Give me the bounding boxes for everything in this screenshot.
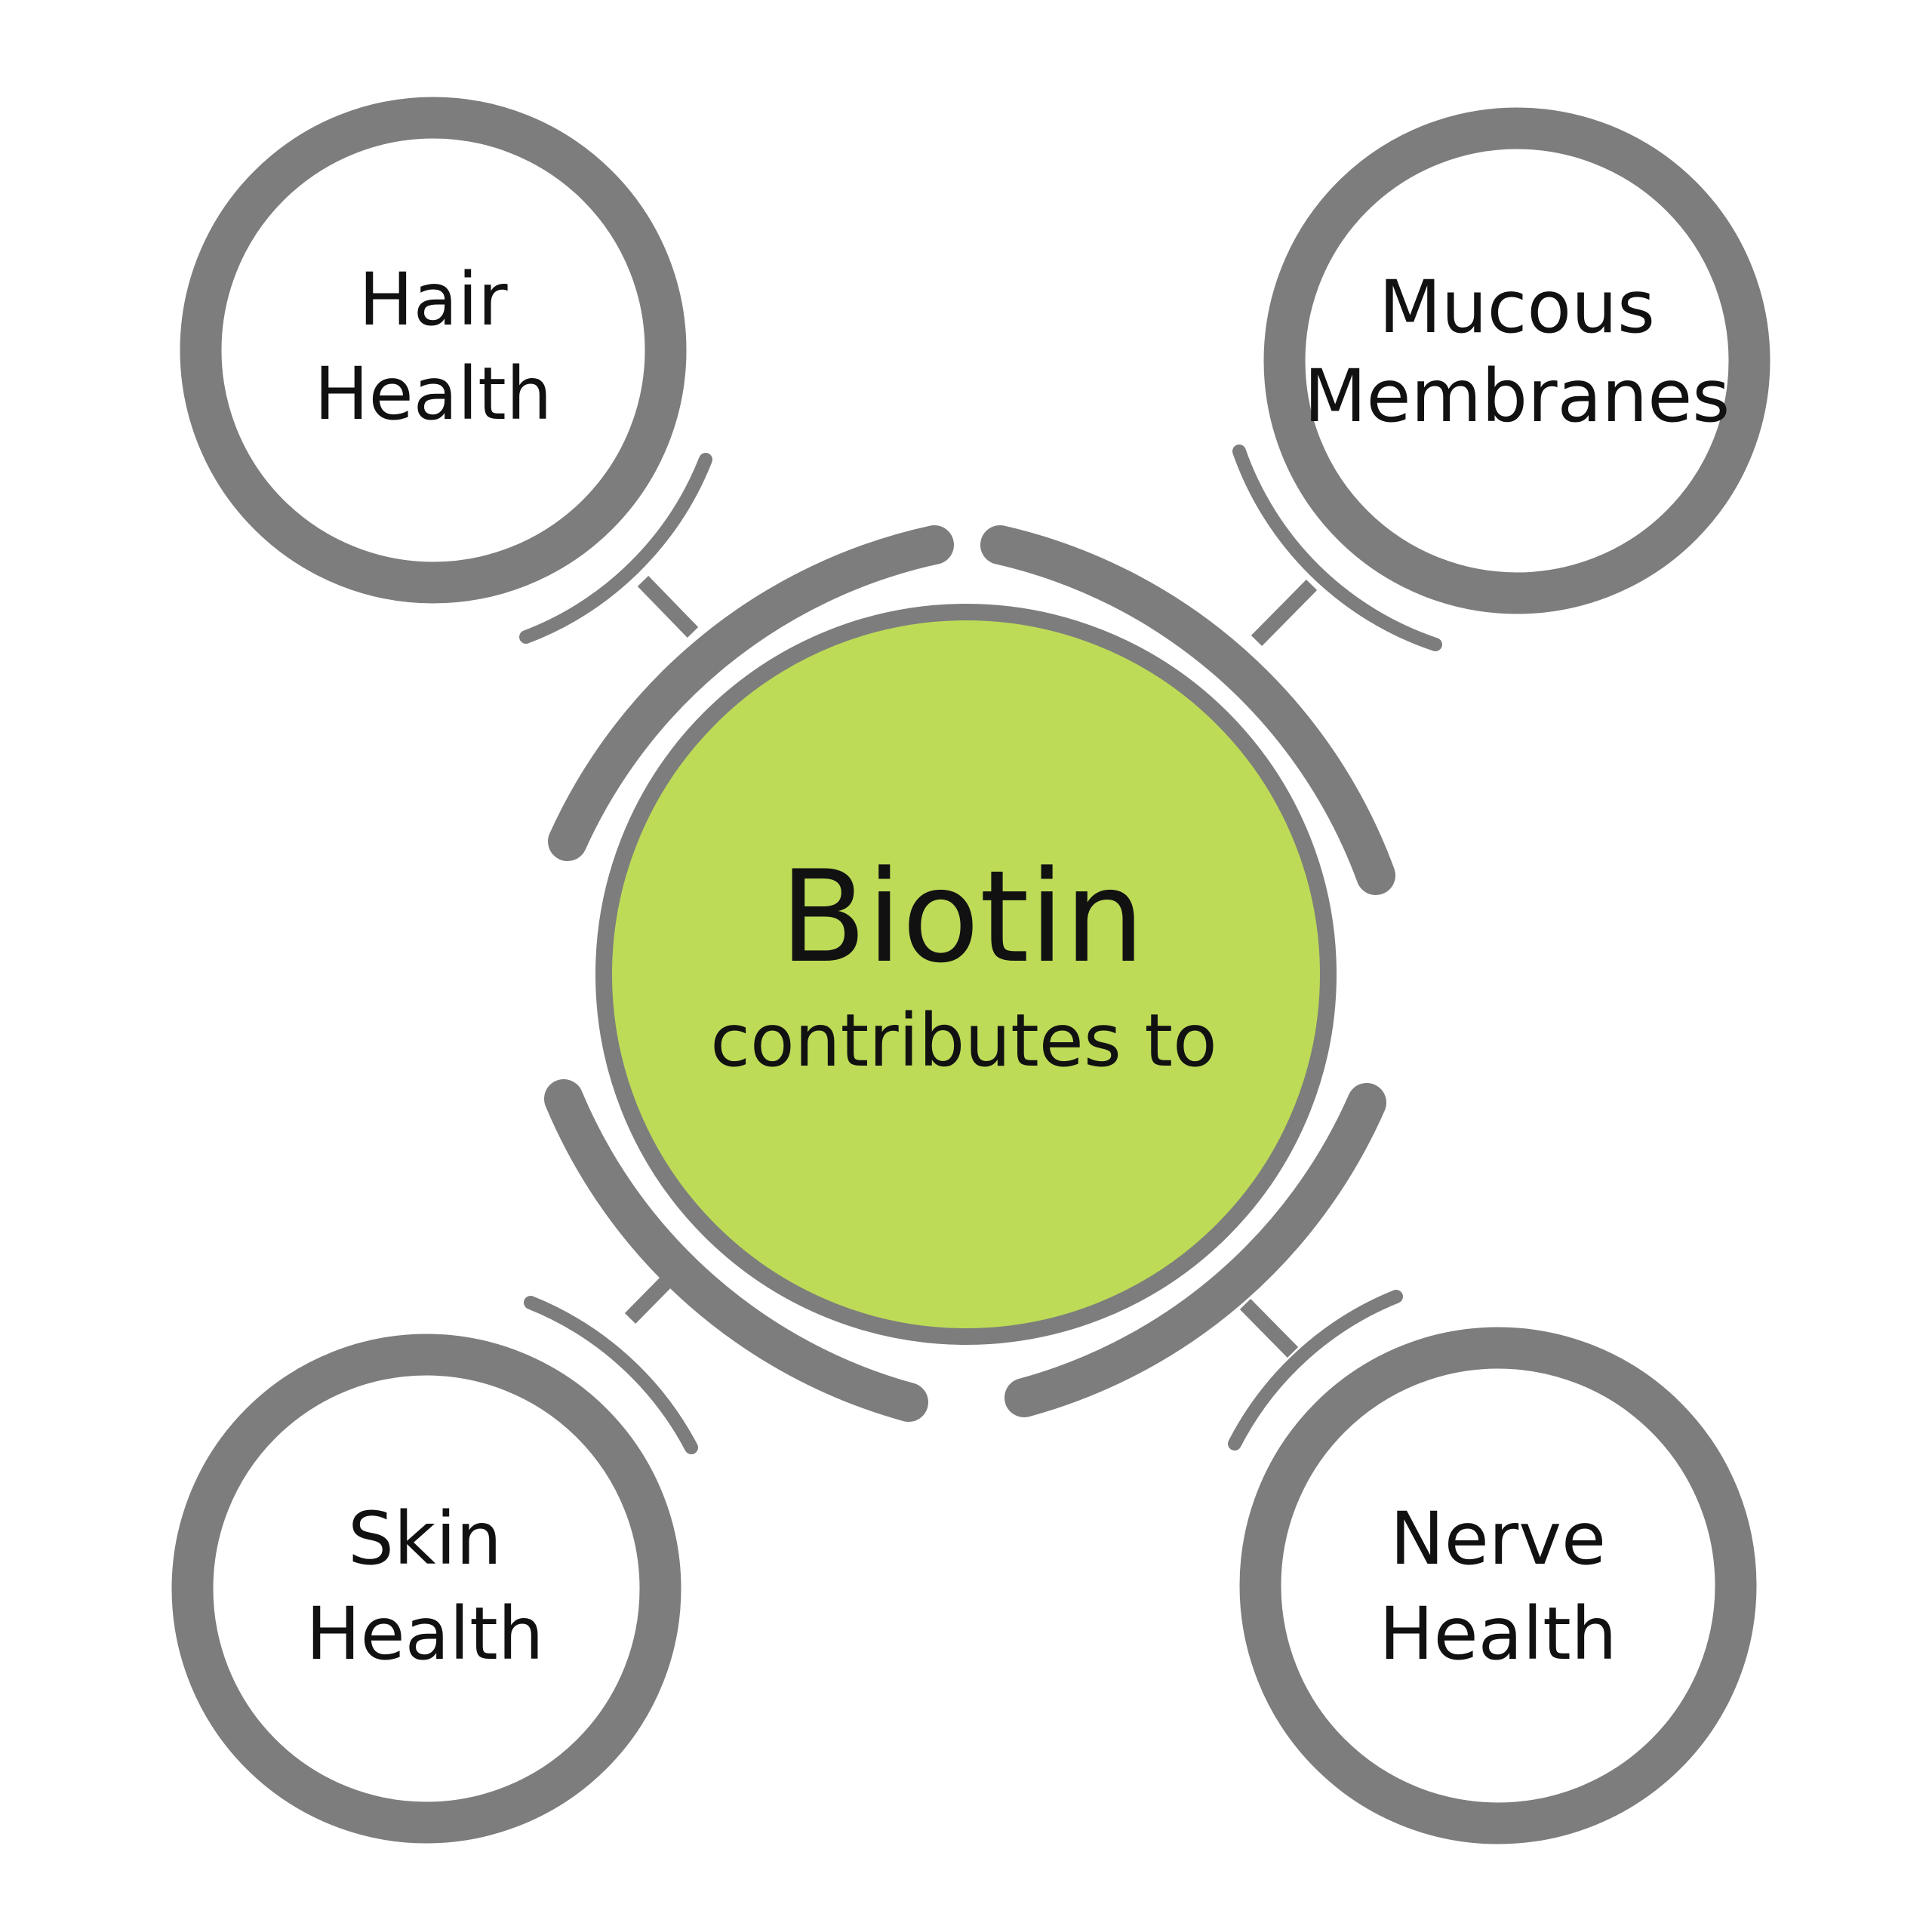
connector-mucous — [1251, 579, 1318, 647]
node-mucous: Mucous Membranes — [1263, 107, 1770, 614]
node-label-line1: Nerve — [1390, 1497, 1606, 1581]
connector-nerve — [1239, 1298, 1299, 1358]
node-label-line1: Hair — [358, 257, 508, 342]
center-title: Biotin — [780, 843, 1145, 991]
node-ring-skin — [171, 1334, 681, 1844]
connector-hair — [637, 576, 699, 638]
arc-thin-hair — [519, 453, 712, 644]
node-label-line2: Health — [1379, 1592, 1617, 1676]
node-nerve: Nerve Health — [1239, 1327, 1757, 1844]
inner-arcs — [519, 445, 1442, 1454]
arc-bottom-right — [1004, 1083, 1386, 1417]
node-label-line1: Mucous — [1379, 265, 1655, 349]
arc-top-right — [980, 525, 1395, 895]
node-ring-hair — [180, 97, 687, 604]
node-hair: Hair Health — [180, 97, 687, 604]
node-ring-nerve — [1239, 1327, 1757, 1844]
node-label-line2: Health — [314, 352, 552, 436]
node-label-line1: Skin — [348, 1497, 502, 1581]
connectors — [624, 576, 1318, 1358]
node-label-line2: Membranes — [1304, 354, 1730, 438]
node-ring-mucous — [1263, 107, 1770, 614]
arc-thin-skin — [524, 1296, 698, 1454]
node-skin: Skin Health — [171, 1334, 681, 1844]
outer-arcs — [544, 525, 1395, 1422]
center-circle — [595, 604, 1337, 1345]
arc-top-left — [548, 525, 954, 861]
arc-thin-mucous — [1232, 445, 1442, 651]
arc-bottom-left — [544, 1079, 928, 1422]
arc-thin-nerve — [1228, 1290, 1403, 1451]
center-node: Biotin contributes to — [595, 604, 1337, 1345]
node-label-line2: Health — [306, 1592, 543, 1676]
center-subtitle: contributes to — [710, 998, 1217, 1083]
